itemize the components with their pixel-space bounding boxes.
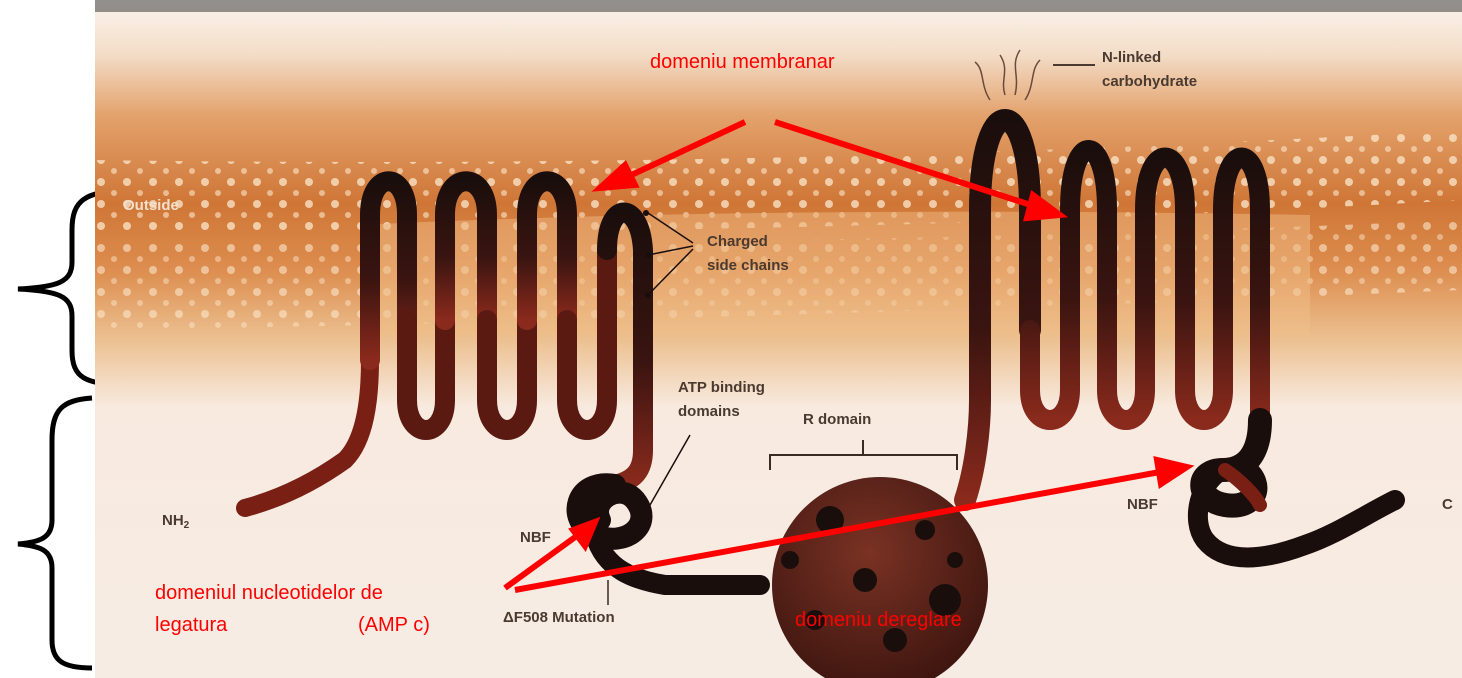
label-mutation: ΔF508 Mutation [503, 610, 615, 625]
label-outside: Outside [123, 198, 179, 213]
label-nh2-text: NH [162, 512, 184, 529]
label-nbf-right: NBF [1127, 497, 1158, 512]
membrane-core-band [360, 212, 1310, 335]
annotation-nbd-camp: (AMP c) [358, 615, 430, 635]
label-nh2: NH2 [162, 513, 189, 531]
label-atp-line2: domains [678, 404, 740, 419]
annotation-membrane-domain: domeniu membranar [650, 52, 835, 72]
annotation-nbd-line2: legatura [155, 615, 227, 635]
label-nbf-left: NBF [520, 530, 551, 545]
label-c-terminus: C [1442, 497, 1453, 512]
label-atp-line1: ATP binding [678, 380, 765, 395]
membrane-protein-figure: Outside Charged side chains N-linked car… [95, 0, 1462, 678]
label-nh2-subscript: 2 [184, 520, 190, 531]
annotation-nbd-line1: domeniul nucleotidelor de [155, 583, 383, 603]
figure-illustration [95, 0, 1462, 678]
label-n-linked-line1: N-linked [1102, 50, 1161, 65]
annotation-regulatory-domain: domeniu dereglare [795, 610, 962, 630]
label-n-linked-line2: carbohydrate [1102, 74, 1197, 89]
label-charged-line2: side chains [707, 258, 789, 273]
label-r-domain: R domain [803, 412, 871, 427]
label-charged-line1: Charged [707, 234, 768, 249]
top-edge [95, 0, 1462, 12]
cytoplasm-brace [18, 398, 92, 668]
right-transmembrane-helices [1030, 150, 1260, 420]
